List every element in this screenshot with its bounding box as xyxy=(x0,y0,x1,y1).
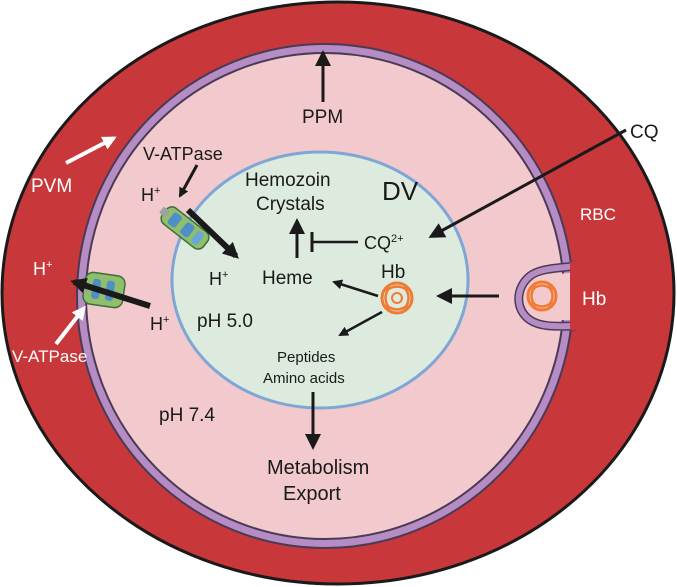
cq-inside-label: CQ2+ xyxy=(364,233,404,253)
arrow-hb-to-peptides xyxy=(338,310,383,337)
ppm-label: PPM xyxy=(302,107,343,128)
metabolism-label-line2: Export xyxy=(283,483,341,505)
arrow-hb-to-heme xyxy=(332,279,379,298)
ph-cyto-label: pH 7.4 xyxy=(159,405,215,426)
v-atpase-pump-icon xyxy=(159,206,210,250)
h-plus-inner-top: H+ xyxy=(141,185,160,205)
arrow-vatpase-label xyxy=(178,164,199,198)
vatpase-inner-label: V-ATPase xyxy=(143,144,223,164)
digestive-vacuole xyxy=(170,150,470,410)
arrow-h-into-dv xyxy=(185,207,239,259)
hemozoin-label-line1: Hemozoin xyxy=(245,170,331,191)
metabolism-label-line1: Metabolism xyxy=(267,457,369,479)
hb-inside-label: Hb xyxy=(381,262,405,283)
h-plus-inner-bottom: H+ xyxy=(209,269,228,289)
h-plus-outer-left: H+ xyxy=(33,259,52,279)
arrow-vatpase-outer-label xyxy=(54,305,86,346)
heme-label: Heme xyxy=(262,268,313,289)
arrow-h-out-ppm xyxy=(70,277,151,309)
peptides-label-line2: Amino acids xyxy=(263,370,345,387)
hemoglobin-icon xyxy=(380,281,414,315)
rbc-label: RBC xyxy=(580,205,616,224)
vatpase-outer-label: V-ATPase xyxy=(12,347,87,366)
endocytosis-vesicle-icon xyxy=(514,261,578,331)
ph-dv-label: pH 5.0 xyxy=(197,311,253,332)
dv-label: DV xyxy=(382,176,419,206)
hb-outside-label: Hb xyxy=(582,289,606,310)
pvm-label: PVM xyxy=(31,176,72,197)
cq-outside-label: CQ xyxy=(630,122,659,143)
arrow-pvm-label xyxy=(65,136,117,165)
peptides-label-line1: Peptides xyxy=(277,349,335,366)
arrow-cq-in xyxy=(428,128,627,238)
hemozoin-label-line2: Crystals xyxy=(256,194,325,215)
arrows xyxy=(54,50,627,450)
h-plus-outer-right: H+ xyxy=(150,314,169,334)
hemoglobin-icon xyxy=(526,280,558,312)
